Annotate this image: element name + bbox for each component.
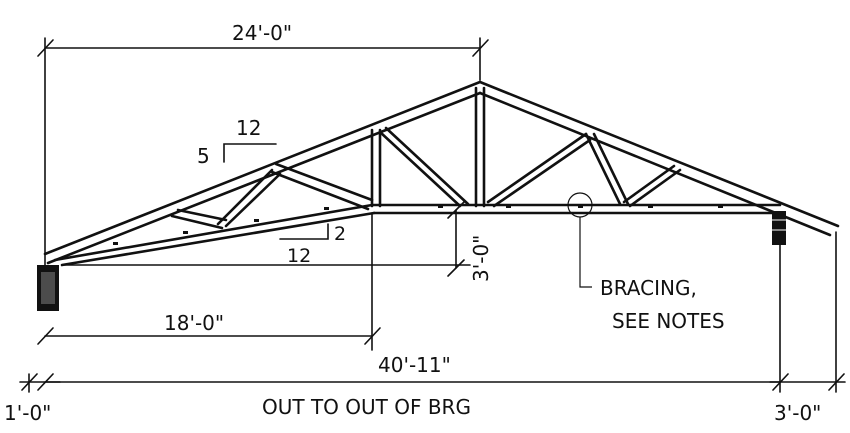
label-top-rise: 5 <box>197 144 210 168</box>
label-note-line1: BRACING, <box>600 276 697 300</box>
dim-left-span <box>37 212 381 351</box>
label-note-line2: SEE NOTES <box>612 309 725 333</box>
label-top-span: 24'-0" <box>232 21 292 45</box>
label-bottom-rise: 2 <box>334 223 346 245</box>
label-overall-caption: OUT TO OUT OF BRG <box>262 395 471 419</box>
label-left-overhang: 1'-0" <box>4 401 51 425</box>
label-top-run: 12 <box>236 116 261 140</box>
label-left-span: 18'-0" <box>164 311 224 335</box>
bottom-chord-sloped <box>53 203 376 267</box>
top-chord-right <box>478 80 840 237</box>
top-pitch-symbol <box>223 143 277 163</box>
right-bearing <box>772 211 786 245</box>
plate-marks <box>113 205 723 245</box>
label-overall-span: 40'-11" <box>378 353 451 377</box>
label-peak-height: 3'-0" <box>469 235 493 282</box>
label-bottom-run: 12 <box>287 245 311 267</box>
label-right-overhang: 3'-0" <box>774 401 821 425</box>
bracing-leader <box>579 217 592 288</box>
top-chord-left <box>43 80 482 265</box>
dim-height <box>61 201 471 277</box>
web-members <box>170 86 682 230</box>
bottom-pitch-symbol <box>279 223 329 240</box>
dim-left-overhang <box>19 373 61 393</box>
dim-right-overhang <box>769 231 846 393</box>
left-bearing <box>37 265 59 311</box>
dim-top-span <box>37 37 489 269</box>
